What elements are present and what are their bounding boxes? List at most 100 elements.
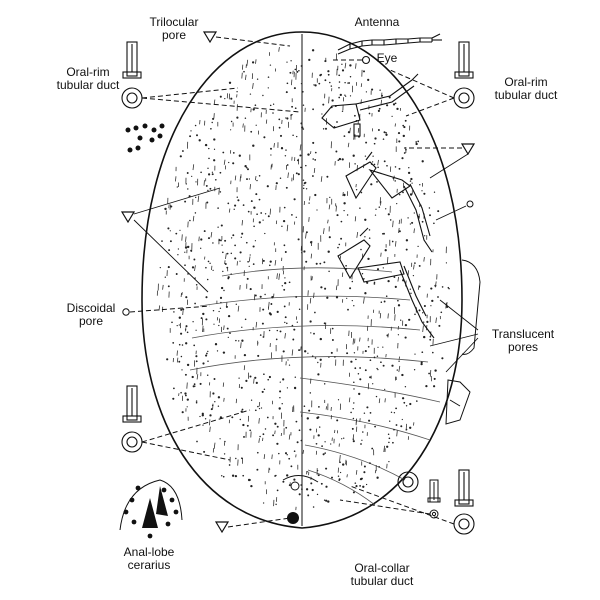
stipple-dot [276, 425, 279, 428]
seta [387, 256, 389, 264]
stipple-dot [387, 433, 390, 435]
stipple-dot [337, 159, 340, 162]
seta [185, 236, 187, 242]
stipple-dot [283, 305, 286, 308]
stipple-dot [327, 73, 330, 76]
stipple-dot [220, 301, 222, 304]
stipple-dot [317, 361, 319, 364]
seta [342, 191, 344, 197]
stipple-dot [256, 213, 258, 216]
stipple-dot [360, 443, 362, 445]
stipple-dot [289, 71, 292, 74]
stipple-dot [327, 250, 330, 253]
stipple-dot [195, 181, 197, 183]
stipple-dot [401, 397, 405, 400]
stipple-dot [244, 165, 247, 168]
stipple-dot [319, 358, 322, 361]
stipple-dot [340, 237, 343, 240]
stipple-dot [218, 310, 220, 313]
stipple-dot [214, 343, 218, 346]
stipple-dot [317, 373, 320, 376]
stipple-dot [284, 281, 287, 285]
seta [192, 164, 195, 171]
stipple-dot [201, 414, 204, 417]
stipple-dot [390, 411, 393, 414]
stipple-dot [217, 396, 221, 399]
stipple-dot [195, 284, 198, 286]
stipple-dot [308, 202, 310, 204]
stipple-dot [260, 407, 263, 409]
legs-drawing [321, 73, 435, 339]
stipple-dot [352, 408, 354, 410]
stipple-dot [395, 424, 398, 426]
stipple-dot [292, 338, 295, 341]
stipple-dot [338, 157, 342, 161]
stipple-dot [438, 324, 441, 327]
seta [310, 253, 312, 259]
stipple-dot [440, 311, 443, 314]
stipple-dot [276, 442, 279, 445]
stipple-dot [317, 474, 320, 477]
body-stipple [159, 49, 450, 508]
stipple-dot [315, 442, 318, 445]
stipple-dot [205, 266, 207, 269]
stipple-dot [373, 283, 376, 285]
seta [176, 350, 178, 356]
stipple-dot [220, 239, 222, 242]
stipple-dot [171, 321, 173, 324]
stipple-dot [404, 336, 407, 339]
stipple-dot [236, 91, 238, 93]
seta [325, 406, 327, 410]
stipple-dot [262, 219, 264, 221]
stipple-dot [363, 70, 365, 73]
stipple-dot [368, 237, 371, 239]
eye-spot [361, 55, 371, 65]
stipple-dot [181, 411, 184, 414]
seta [387, 333, 389, 338]
stipple-dot [227, 202, 230, 205]
stipple-dot [178, 343, 181, 346]
solid-leader-lines [133, 153, 479, 373]
stipple-dot [247, 478, 251, 482]
stipple-dot [169, 230, 171, 232]
seta [328, 96, 330, 104]
stipple-dot [228, 464, 231, 466]
discoidal-pore-marker [122, 308, 130, 316]
stipple-dot [340, 220, 343, 223]
stipple-dot [433, 222, 435, 225]
stipple-dot [281, 403, 283, 405]
stipple-dot [205, 296, 208, 299]
upper-left-cerarius-cluster [125, 123, 165, 153]
stipple-dot [240, 236, 242, 238]
stipple-dot [336, 214, 339, 217]
stipple-dot [284, 316, 287, 319]
stipple-dot [303, 250, 306, 253]
stipple-dot [388, 96, 391, 99]
stipple-dot [286, 117, 289, 120]
seta [327, 219, 329, 224]
label-oral-collar-duct: Oral-collar tubular duct [350, 561, 414, 588]
stipple-dot [254, 294, 257, 297]
stipple-dot [343, 437, 345, 439]
stipple-dot [241, 408, 244, 411]
stipple-dot [437, 296, 439, 298]
seta [240, 342, 242, 349]
stipple-dot [211, 173, 214, 176]
label-antenna: Antenna [354, 15, 400, 29]
stipple-dot [420, 362, 423, 366]
stipple-dot [366, 281, 369, 284]
stipple-dot [354, 163, 356, 165]
stipple-dot [324, 441, 326, 443]
anal-lobe-cerarius-drawing [119, 479, 183, 539]
stipple-dot [234, 244, 236, 247]
stipple-dot [191, 175, 193, 178]
stipple-dot [279, 390, 282, 393]
stipple-dot [410, 292, 412, 295]
stipple-dot [211, 171, 214, 173]
seta [276, 273, 278, 279]
stipple-dot [207, 237, 211, 240]
stipple-dot [429, 214, 431, 217]
stipple-dot [263, 388, 266, 390]
stipple-dot [236, 196, 239, 198]
stipple-dot [391, 115, 393, 118]
